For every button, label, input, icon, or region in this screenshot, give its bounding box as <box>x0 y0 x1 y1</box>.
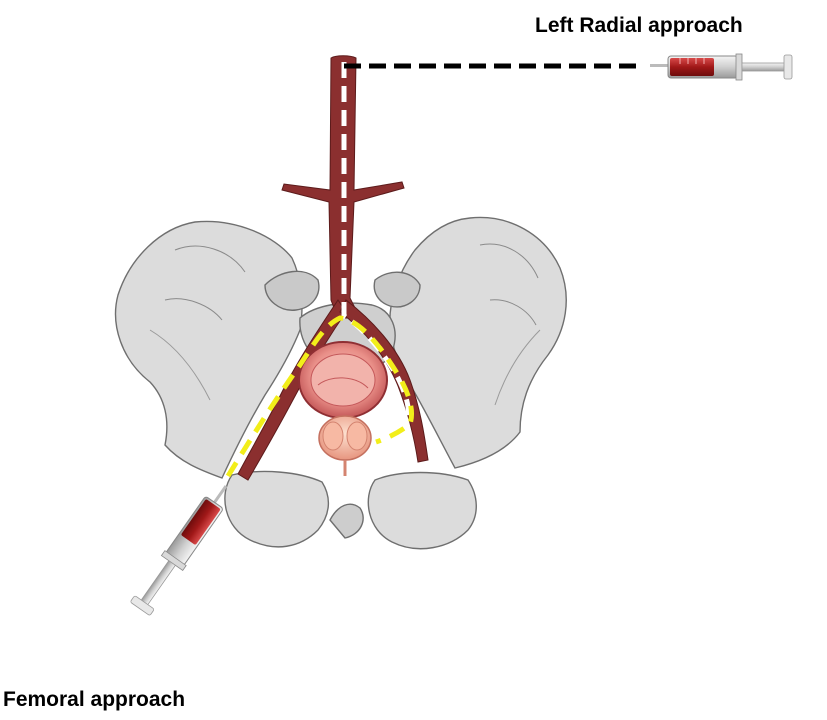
prostate <box>319 416 371 476</box>
femoral-approach-label: Femoral approach <box>3 688 185 712</box>
radial-approach-label: Left Radial approach <box>535 14 743 38</box>
syringe-icon <box>650 54 792 80</box>
syringe-icon <box>129 479 236 617</box>
bladder <box>299 342 387 418</box>
